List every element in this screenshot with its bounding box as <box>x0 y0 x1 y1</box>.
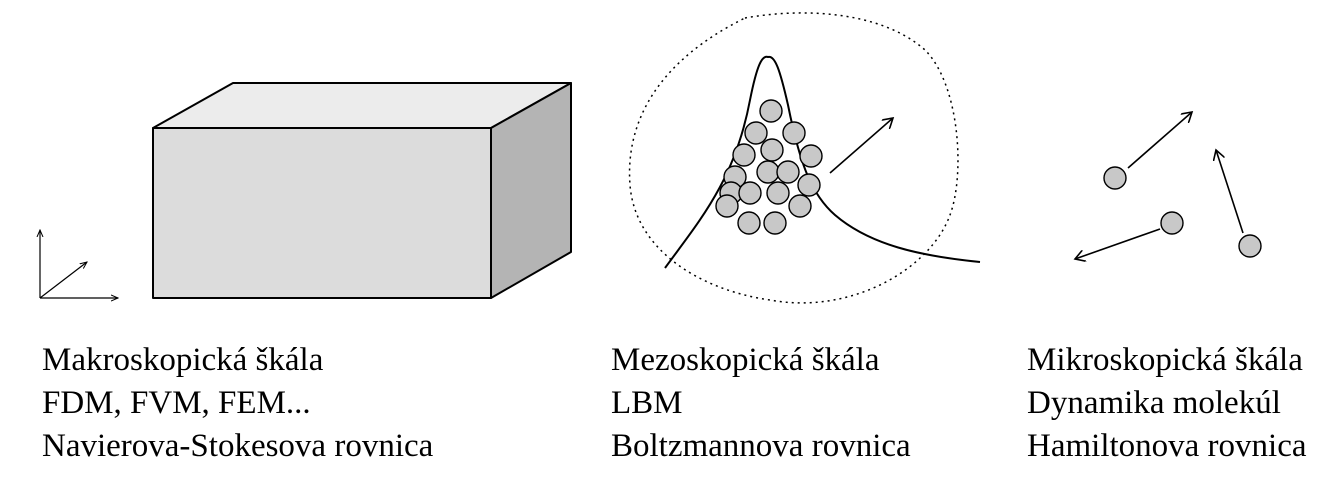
scale-title: Mezoskopická škála <box>611 342 880 378</box>
molecule <box>1160 211 1184 235</box>
particle <box>799 144 823 168</box>
particle <box>756 160 780 184</box>
molecules-group <box>1075 112 1262 259</box>
particle <box>737 211 761 235</box>
meso-velocity-arrow <box>829 118 893 174</box>
scale-method: FDM, FVM, FEM... <box>42 385 311 421</box>
scale-title: Makroskopická škála <box>42 342 324 378</box>
particle <box>732 143 756 167</box>
particle <box>797 173 821 197</box>
particle <box>760 138 784 162</box>
mesoscopic-boundary <box>628 12 959 304</box>
caption-mesoscopic: Mezoskopická škála LBM Boltzmannova rovn… <box>611 339 911 468</box>
particle <box>776 160 800 184</box>
caption-microscopic: Mikroskopická škála Dynamika molekúl Ham… <box>1027 339 1307 468</box>
scale-equation: Boltzmannova rovnica <box>611 428 911 464</box>
molecule <box>1238 234 1262 258</box>
particle <box>738 181 762 205</box>
scale-method: LBM <box>611 385 683 421</box>
particle <box>744 121 768 145</box>
scale-method: Dynamika molekúl <box>1027 385 1281 421</box>
coordinate-axes-icon <box>40 230 118 298</box>
scale-title: Mikroskopická škála <box>1027 342 1303 378</box>
particle <box>782 121 806 145</box>
particle <box>715 194 739 218</box>
particle <box>766 181 790 205</box>
particle <box>788 194 812 218</box>
scale-equation: Hamiltonova rovnica <box>1027 428 1307 464</box>
macroscopic-box <box>152 82 572 299</box>
particle <box>763 211 787 235</box>
distribution-curve <box>664 55 981 269</box>
molecule <box>1103 166 1127 190</box>
particle-cluster <box>715 99 823 235</box>
particle <box>759 99 783 123</box>
caption-macroscopic: Makroskopická škála FDM, FVM, FEM... Nav… <box>42 339 433 468</box>
scale-equation: Navierova-Stokesova rovnica <box>42 428 434 464</box>
